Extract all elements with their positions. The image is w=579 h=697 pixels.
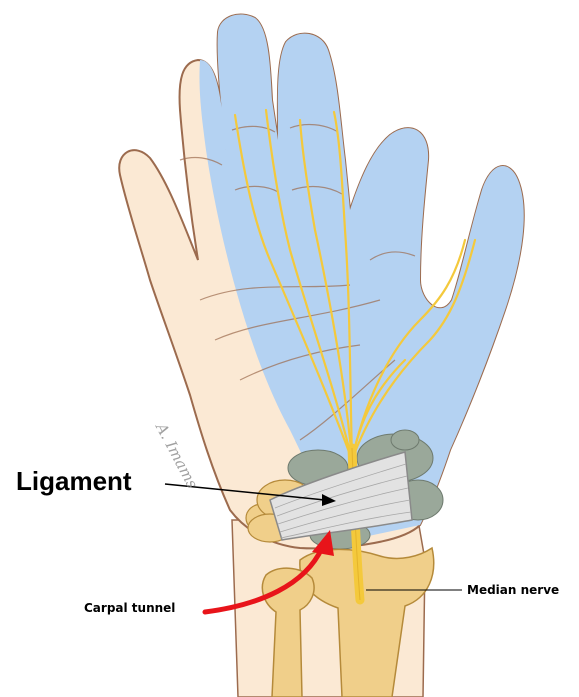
carpal-tunnel-label: Carpal tunnel	[84, 601, 175, 615]
ligament-label: Ligament	[16, 466, 132, 497]
median-nerve-label: Median nerve	[467, 583, 559, 597]
